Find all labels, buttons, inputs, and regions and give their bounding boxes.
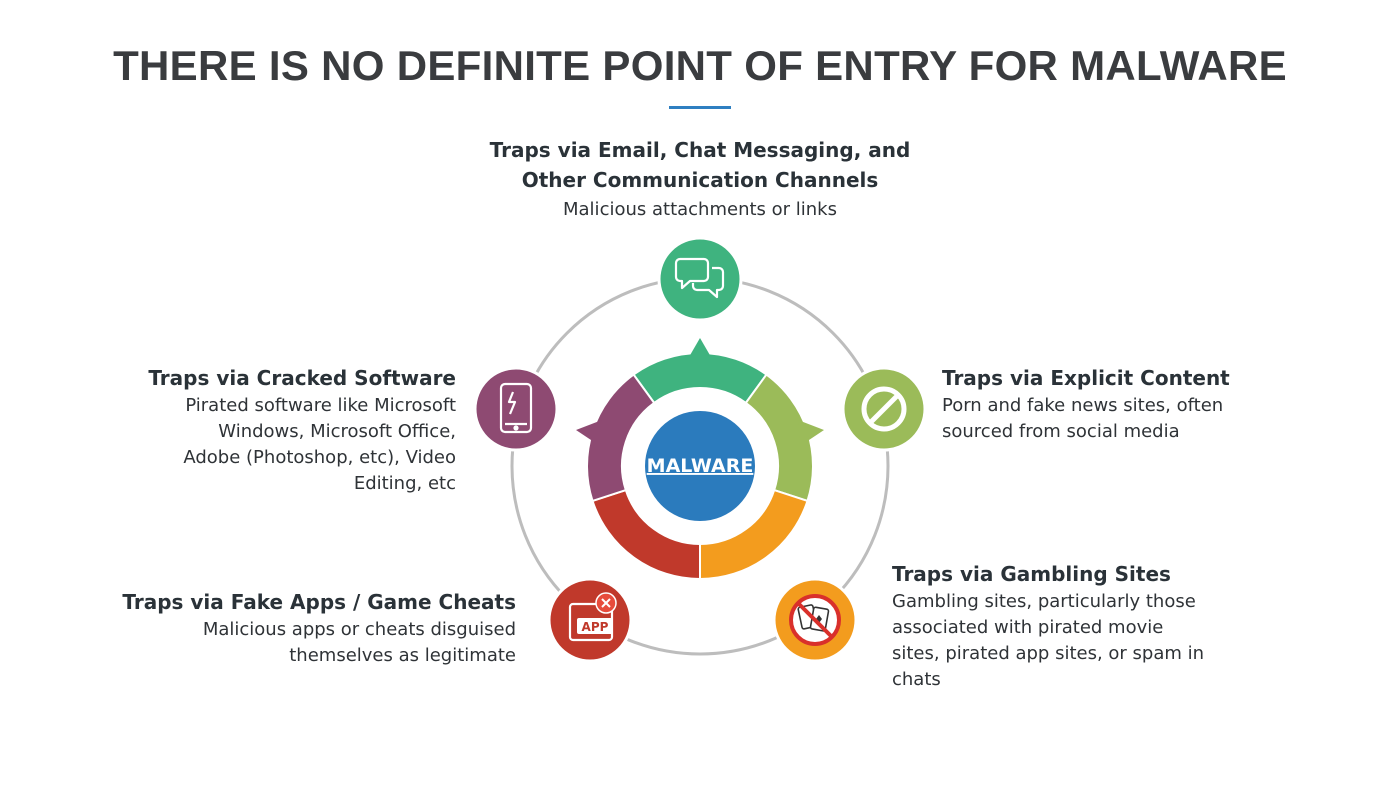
entry-description: themselves as legitimate bbox=[289, 645, 516, 666]
prohibited-icon bbox=[861, 386, 907, 432]
arrow-tip-left bbox=[576, 420, 602, 446]
entry-email-chat: Traps via Email, Chat Messaging, and Oth… bbox=[470, 135, 930, 223]
fake-apps-node: APP bbox=[547, 577, 633, 663]
explicit-content-node bbox=[841, 366, 927, 452]
entry-heading: Other Communication Channels bbox=[521, 168, 879, 192]
entry-description: Porn and fake news sites, often bbox=[942, 395, 1224, 416]
malware-center-circle bbox=[645, 411, 755, 521]
entry-description: Editing, etc bbox=[353, 473, 456, 494]
entry-description: Malicious attachments or links bbox=[563, 199, 837, 220]
no-gambling-cards-icon bbox=[789, 594, 841, 646]
arrow-tip-right bbox=[798, 420, 824, 446]
entry-description: Gambling sites, particularly those bbox=[892, 591, 1196, 612]
arrow-tip-top bbox=[689, 338, 711, 357]
entry-heading: Traps via Email, Chat Messaging, and bbox=[489, 138, 911, 162]
entry-description: sites, pirated app sites, or spam in bbox=[892, 643, 1205, 664]
title-underline bbox=[669, 106, 731, 109]
entry-description: Windows, Microsoft Office, bbox=[218, 421, 456, 442]
email-chat-node bbox=[657, 236, 743, 322]
entry-heading: Traps via Cracked Software bbox=[148, 366, 456, 390]
entry-heading: Traps via Explicit Content bbox=[942, 366, 1230, 390]
broken-tablet-icon bbox=[499, 382, 533, 434]
entry-description: chats bbox=[892, 669, 941, 690]
entry-gambling-sites: Traps via Gambling Sites Gambling sites,… bbox=[892, 559, 1252, 693]
entry-description: associated with pirated movie bbox=[892, 617, 1164, 638]
entry-heading: Traps via Fake Apps / Game Cheats bbox=[122, 590, 516, 614]
entry-cracked-software: Traps via Cracked Software Pirated softw… bbox=[126, 363, 456, 497]
entry-description: Adobe (Photoshop, etc), Video bbox=[183, 447, 456, 468]
entry-heading: Traps via Gambling Sites bbox=[892, 562, 1171, 586]
entry-description: sourced from social media bbox=[942, 421, 1180, 442]
app-error-icon: APP bbox=[568, 592, 617, 642]
chat-bubbles-icon bbox=[674, 257, 725, 299]
entry-fake-apps: Traps via Fake Apps / Game Cheats Malici… bbox=[116, 587, 516, 669]
entry-explicit-content: Traps via Explicit Content Porn and fake… bbox=[942, 363, 1272, 445]
app-icon-text: APP bbox=[582, 620, 609, 634]
cracked-software-node bbox=[473, 366, 559, 452]
malware-center-label: MALWARE bbox=[647, 455, 754, 477]
entry-description: Pirated software like Microsoft bbox=[185, 395, 456, 416]
entry-description: Malicious apps or cheats disguised bbox=[202, 619, 516, 640]
gambling-node bbox=[772, 577, 858, 663]
page-title: THERE IS NO DEFINITE POINT OF ENTRY FOR … bbox=[113, 42, 1287, 89]
